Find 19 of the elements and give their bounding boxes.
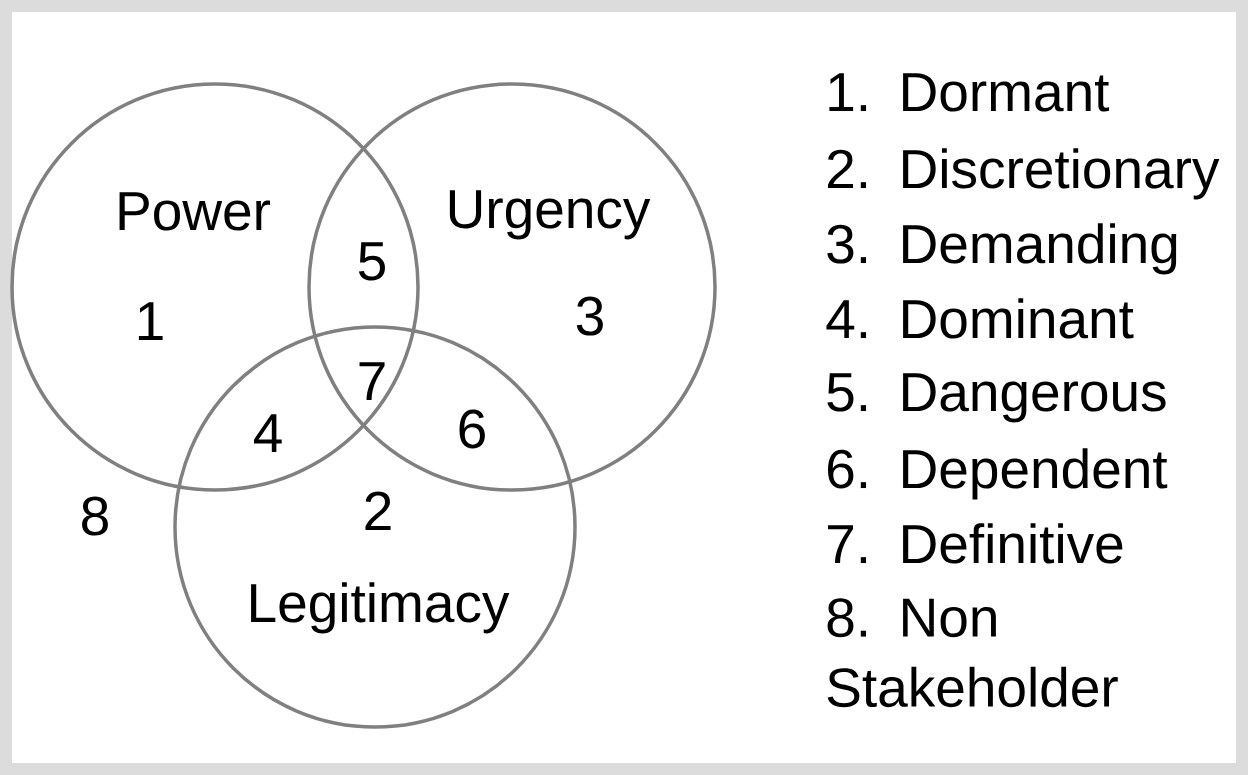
region-number: 6 <box>459 409 485 449</box>
legend-item: 4. Dominant <box>826 298 1134 339</box>
legend-item: 5. Dangerous <box>827 373 1166 423</box>
legend-item: 1. Dormant <box>829 73 1110 112</box>
region-number: 8 <box>82 496 108 536</box>
legend-item: 3. Demanding <box>827 223 1177 275</box>
circle-label: 2 <box>365 491 391 530</box>
circle-label: 1 <box>138 302 163 340</box>
circle-label: Urgency <box>449 190 651 240</box>
region-number: 7 <box>359 362 385 400</box>
circle-label: 3 <box>576 296 603 336</box>
region-number: 4 <box>253 414 282 452</box>
legend-item: 6. Dependent <box>828 448 1168 500</box>
legend-item: 2. Discretionary <box>827 148 1220 200</box>
circle-label: Power <box>119 192 270 231</box>
region-number: 5 <box>358 242 385 281</box>
circle-label: Legitimacy <box>251 582 510 634</box>
legend-item: 7. Definitive <box>828 523 1123 564</box>
legend-item: 8. Non Stakeholder <box>827 598 1118 708</box>
